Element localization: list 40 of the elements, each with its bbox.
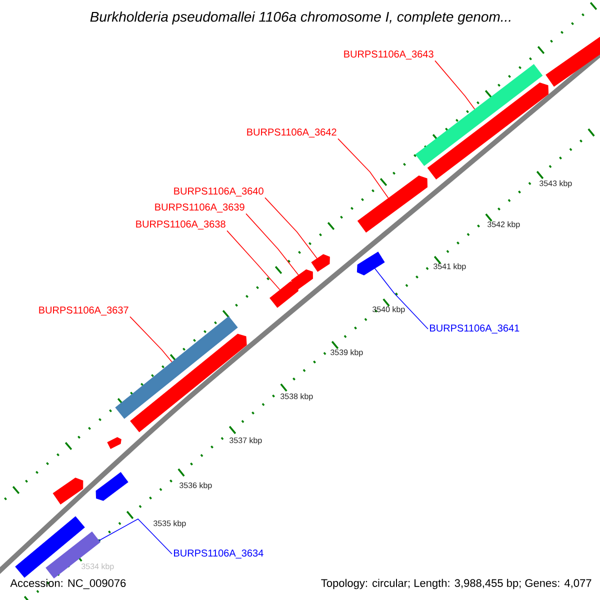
leader-line [434, 60, 476, 110]
tick-label: 3536 kbp [180, 482, 212, 490]
gene-bar [270, 281, 298, 308]
gene-bar [115, 316, 238, 419]
gene-bar [415, 64, 543, 166]
gene-bar [546, 35, 600, 87]
gene-bar [52, 478, 84, 504]
gene-label: BURPS1106A_3640 [174, 188, 264, 196]
tick-label: 3543 kbp [540, 180, 572, 188]
gene-bar [356, 252, 385, 276]
leader-line [246, 213, 299, 276]
leader-line [264, 197, 318, 259]
gene-label: BURPS1106A_3643 [344, 50, 434, 60]
tick-label: 3539 kbp [330, 349, 363, 357]
tick-label: 3538 kbp [280, 393, 313, 401]
gene-bar [107, 437, 122, 449]
tick-label: 3541 kbp [434, 263, 466, 271]
tick-label: 3534 kbp [82, 563, 114, 571]
leader-line [226, 230, 280, 290]
leader-line [374, 268, 428, 330]
gene-bar [427, 82, 549, 180]
tick-label: 3542 kbp [488, 221, 520, 229]
gene-label: BURPS1106A_3637 [39, 306, 128, 316]
gene-label: BURPS1106A_3638 [136, 220, 226, 230]
tick-label: 3540 kbp [372, 306, 405, 314]
accession-text: Accession: NC_009076 [10, 578, 126, 590]
genome-info-text: Topology: circular; Length: 3,988,455 bp; Genes: 4,077 [321, 578, 592, 590]
leader-line [98, 518, 172, 554]
gene-label: BURPS1106A_3634 [174, 550, 264, 558]
gene-label: BURPS1106A_3642 [247, 128, 336, 138]
gene-label: BURPS1106A_3641 [430, 324, 520, 334]
leader-line [338, 138, 389, 198]
tick-label: 3535 kbp [154, 520, 186, 528]
gene-bar [130, 334, 247, 432]
gene-bar [96, 472, 128, 501]
gene-label: BURPS1106A_3639 [155, 204, 244, 212]
map-title: Burkholderia pseudomallei 1106a chromosome I, complete genom... [90, 11, 510, 25]
tick-label: 3537 kbp [230, 437, 262, 445]
gene-bar [311, 254, 330, 272]
leader-line [130, 316, 172, 362]
